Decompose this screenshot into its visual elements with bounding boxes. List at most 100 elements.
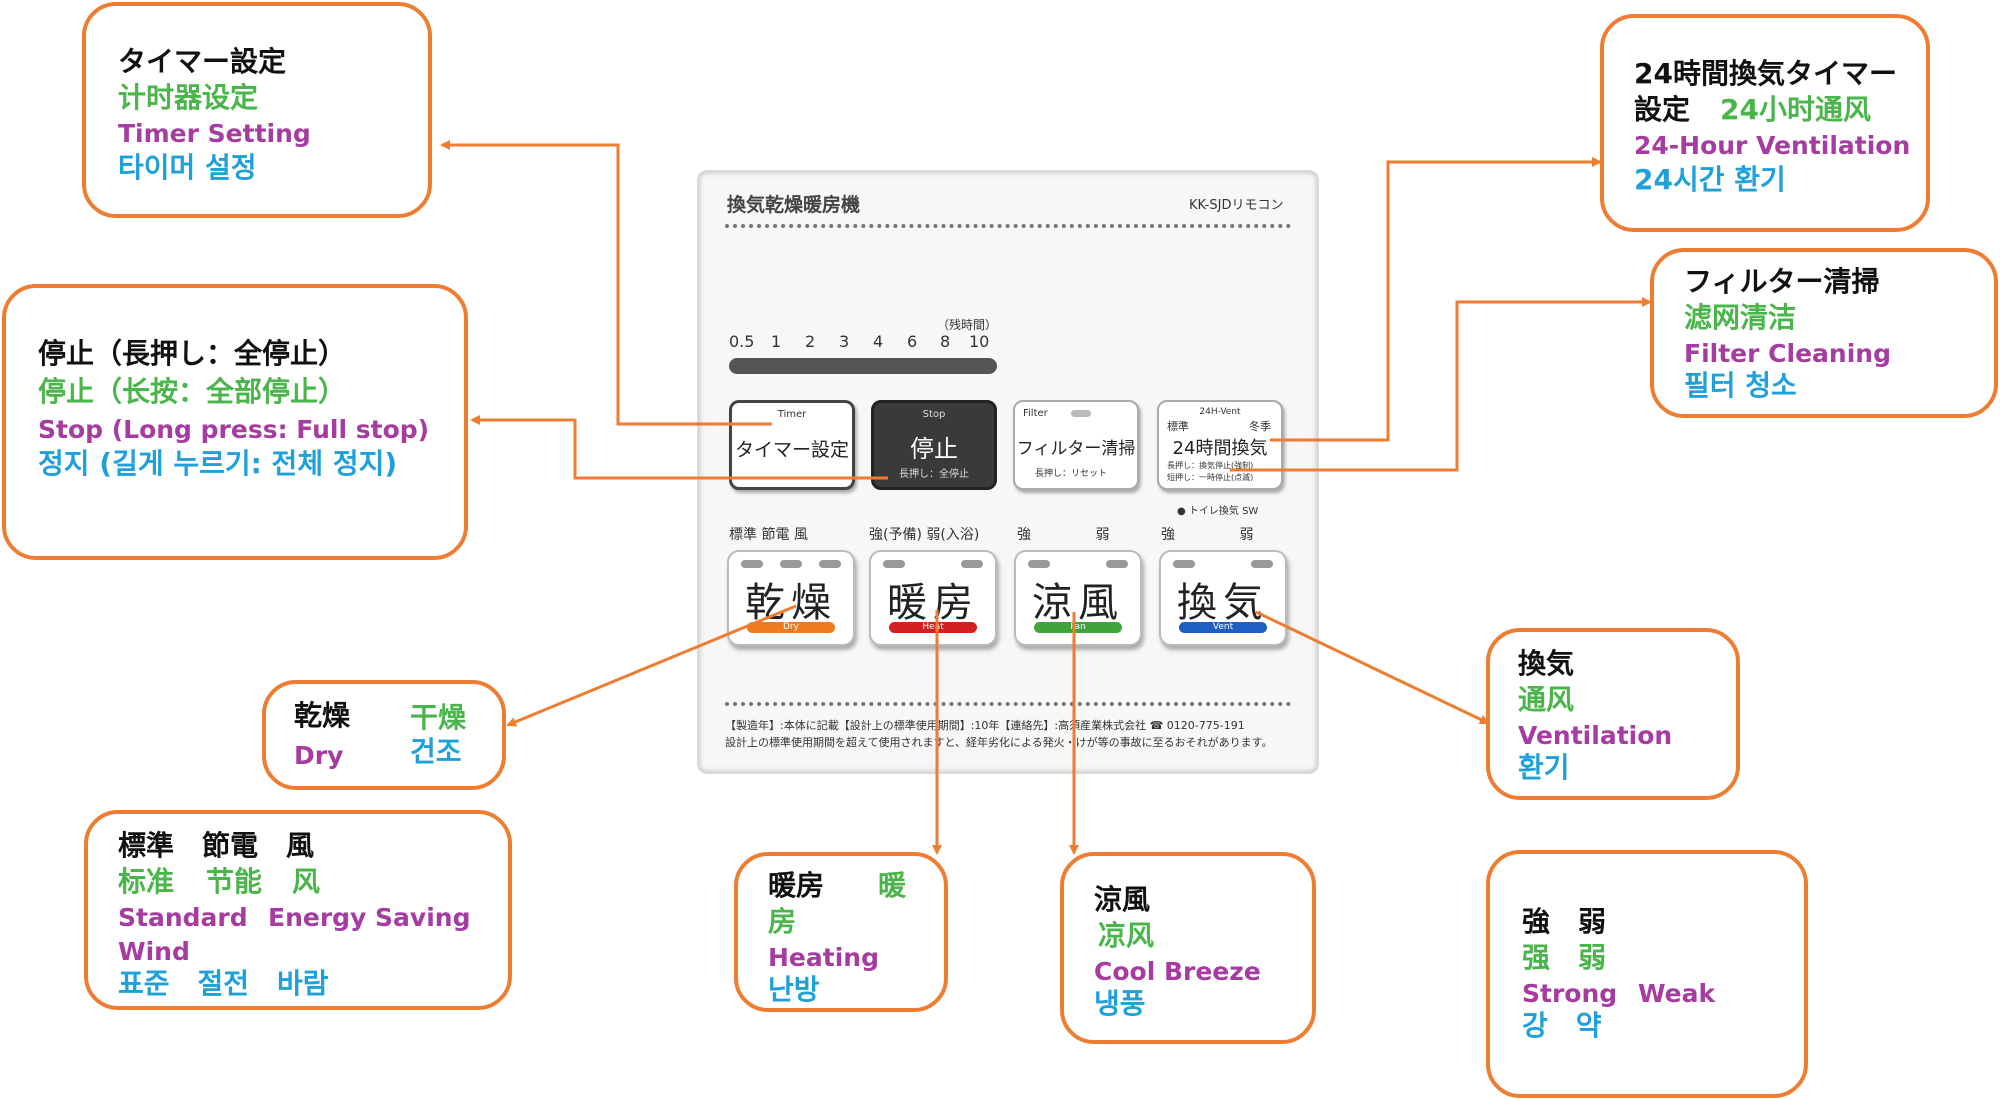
toilet-switch-label: ● トイレ換気 SW [1177, 506, 1259, 517]
vent-callout-ko: 환기 [1518, 751, 1570, 784]
heating-callout-ko: 난방 [768, 973, 820, 1006]
dry-button[interactable]: 乾燥 Dry [727, 550, 855, 646]
vent24-callout-ko: 24시간 환기 [1634, 163, 1786, 196]
filter-callout-ko: 필터 청소 [1684, 369, 1797, 402]
ventilation-callout: 換気 通风 Ventilation 환기 [1486, 628, 1740, 800]
dry-indicator [741, 560, 763, 568]
timer-scale-label: 8 [940, 332, 951, 351]
timer-callout-jp: タイマー設定 [118, 45, 287, 78]
top-divider [725, 224, 1291, 228]
cool-breeze-callout: 涼風 凉风 Cool Breeze 냉풍 [1060, 852, 1316, 1044]
strength-callout-ko: 강 약 [1522, 1009, 1602, 1042]
vent24-standard-label: 標準 [1167, 420, 1189, 433]
vent24-callout-en: 24-Hour Ventilation [1634, 131, 1911, 160]
dry-callout-jp: 乾燥 [294, 699, 351, 732]
dry-bar-text: Dry [783, 622, 799, 632]
dry-arrow [506, 604, 797, 727]
stop-callout-en: Stop (Long press: Full stop) [38, 415, 430, 444]
dry-mode-sub-labels: 標準 節電 風 [729, 527, 808, 543]
filter-callout-en: Filter Cleaning [1684, 339, 1891, 368]
timer-scale-label: 6 [907, 332, 918, 351]
footer-line-1: 【製造年】:本体に記載【設計上の標準使用期間】:10年【連絡先】:高須産業株式会… [725, 719, 1245, 732]
timer-callout-en: Timer Setting [118, 119, 311, 148]
cool-callout-ko: 냉풍 [1094, 987, 1146, 1020]
stop-callout: 停止（長押し：全停止） 停止（长按：全部停止） Stop (Long press… [2, 284, 468, 560]
timer-scale-label: 4 [873, 332, 884, 351]
vent-callout-zh: 通风 [1518, 683, 1575, 716]
vent24-callout-jp-1: 24時間換気タイマー [1634, 57, 1897, 90]
vent24-sub-label-1: 長押し：換気停止(強制) [1167, 461, 1254, 470]
timer-setting-button[interactable]: Timer タイマー設定 [729, 400, 855, 490]
filter-button-sub-label: 長押し：リセット [1035, 469, 1108, 479]
timer-button-small-label: Timer [777, 409, 807, 420]
remote-model: KK-SJDリモコン [1189, 198, 1284, 213]
strength-callout: 強 弱 强 弱 Strong Weak 강 약 [1486, 850, 1808, 1098]
dry-callout-en: Dry [294, 741, 344, 770]
timer-callout: タイマー設定 计时器设定 Timer Setting 타이머 설정 [82, 2, 432, 218]
heat-mode-sub-labels: 強(予備) 弱(入浴) [869, 527, 980, 543]
filter-callout-zh: 滤网清洁 [1684, 301, 1797, 334]
heating-color-bar: Heat [889, 622, 977, 633]
vent-mode-sub-labels: 強 弱 [1161, 527, 1254, 543]
stop-callout-ko: 정지 (길게 누르기: 전체 정지) [38, 447, 398, 480]
vent-color-bar: Vent [1179, 622, 1267, 633]
vent-indicator [1173, 560, 1195, 568]
filter-button-label: フィルター清掃 [1016, 439, 1136, 459]
toilet-switch-text: トイレ換気 SW [1188, 506, 1259, 517]
heating-button-label: 暖房 [887, 580, 979, 626]
timer-scale-label: 3 [839, 332, 850, 351]
stop-button-sub-label: 長押し：全停止 [899, 469, 969, 480]
heating-bar-text: Heat [922, 622, 944, 632]
heating-callout: 暖房 暖 房 Heating 난방 [734, 852, 948, 1012]
dry-indicator [819, 560, 841, 568]
cool-callout-en: Cool Breeze [1094, 957, 1261, 986]
strength-callout-en-weak: Weak [1638, 979, 1716, 1008]
heating-indicator [883, 560, 905, 568]
vent24-button-small-label: 24H-Vent [1199, 407, 1241, 417]
vent-button-label: 換気 [1177, 580, 1269, 626]
timer-scale-label: 1 [771, 332, 782, 351]
strength-callout-en-strong: Strong [1522, 979, 1618, 1008]
dry-callout: 乾燥 干燥 Dry 건조 [262, 680, 506, 790]
filter-callout: フィルター清掃 滤网清洁 Filter Cleaning 필터 청소 [1650, 248, 1998, 418]
modes-callout-en-standard: Standard [118, 903, 248, 932]
filter-arrow [1230, 297, 1652, 472]
cool-breeze-button[interactable]: 涼風 Fan [1014, 550, 1142, 646]
heating-callout-jp: 暖房 [768, 869, 825, 902]
modes-callout-en-eco: Energy Saving [268, 903, 471, 932]
filter-button-small-label: Filter [1023, 408, 1048, 419]
stop-button-label: 停止 [910, 435, 958, 463]
vent-callout-jp: 換気 [1518, 647, 1575, 680]
timer-arrow [440, 140, 772, 426]
stop-button[interactable]: Stop 停止 長押し：全停止 [871, 400, 997, 490]
dry-indicator [780, 560, 802, 568]
timer-scale-label: 10 [969, 332, 990, 351]
bottom-divider [725, 702, 1291, 706]
heating-callout-en: Heating [768, 943, 879, 972]
remaining-time-label: （残時間） [937, 318, 998, 332]
cool-color-bar: Fan [1034, 622, 1122, 633]
ventilation-24h-button[interactable]: 24H-Vent 標準 冬季 24時間換気 長押し：換気停止(強制) 短押し：一… [1157, 400, 1283, 490]
cool-indicator [1028, 560, 1050, 568]
heating-callout-zh-1: 暖 [878, 869, 907, 902]
heating-button[interactable]: 暖房 Heat [869, 550, 997, 646]
filter-indicator [1071, 410, 1091, 417]
cool-bar-text: Fan [1070, 622, 1086, 632]
dry-callout-ko: 건조 [410, 735, 462, 768]
modes-callout-zh-standard: 标准 [118, 865, 175, 898]
ventilation-button[interactable]: 換気 Vent [1159, 550, 1287, 646]
dry-color-bar: Dry [747, 622, 835, 633]
vent-callout-en: Ventilation [1518, 721, 1673, 750]
heating-indicator [961, 560, 983, 568]
timer-callout-zh: 计时器设定 [118, 81, 259, 114]
vent24-callout-jp-2: 設定 [1634, 93, 1691, 126]
timer-led-row [729, 358, 997, 374]
dry-button-label: 乾燥 [745, 580, 837, 626]
vent-indicator [1251, 560, 1273, 568]
timer-scale-label: 2 [805, 332, 816, 351]
timer-scale-label: 0.5 [729, 332, 755, 351]
strength-callout-zh: 强 弱 [1522, 941, 1607, 974]
filter-cleaning-button[interactable]: Filter フィルター清掃 長押し：リセット [1013, 400, 1139, 490]
vent24-winter-label: 冬季 [1249, 420, 1271, 433]
vent24-arrow [1270, 157, 1602, 442]
